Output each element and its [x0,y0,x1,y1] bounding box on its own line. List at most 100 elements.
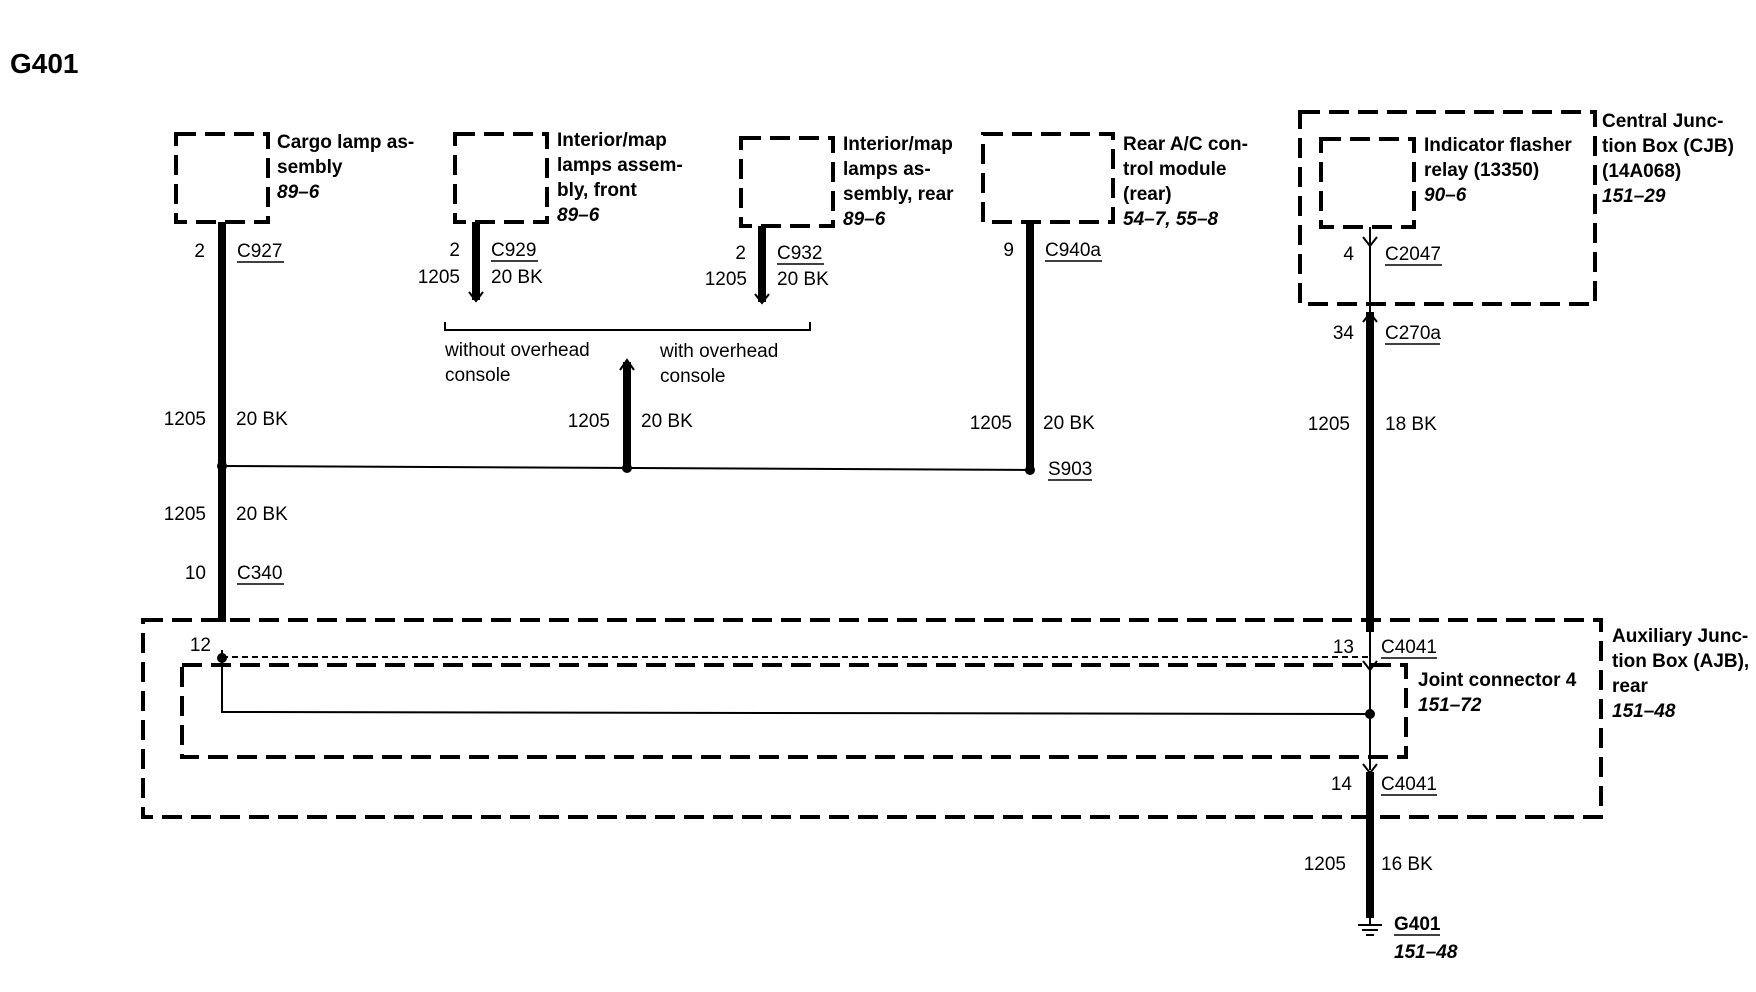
interior-rear-ref: 89–6 [843,209,886,230]
joint-connector-ref: 151–72 [1418,695,1482,716]
cargo-lamp-ref: 89–6 [277,182,320,203]
cjb-box [1298,110,1597,306]
c929-id: C929 [491,240,536,261]
w-overhead-circuit: 1205 [568,411,610,432]
cjb-name-2: tion Box (CJB) [1602,136,1734,157]
flasher-relay-label: Indicator flasher relay (13350) 90–6 [1424,135,1572,206]
w-c340-spec: 20 BK [236,504,288,525]
flasher-relay-box [1319,137,1416,229]
cjb-label: Central Junc- tion Box (CJB) (14A068) 15… [1602,111,1734,207]
c929-pin: 2 [449,240,460,261]
joint-connector-name: Joint connector 4 [1418,670,1577,691]
ajb-pin-dot [217,653,227,663]
ground-icon [1358,918,1382,936]
wire-joint-bus [221,650,1371,715]
wire-cjb-arrow [1362,236,1378,248]
ajb-pin-number: 12 [190,635,211,656]
joint-dot [1365,709,1375,719]
rear-ac-name-2: trol module [1123,159,1226,180]
w-overhead-spec: 20 BK [641,411,693,432]
rear-ac-ref: 54–7, 55–8 [1123,209,1219,230]
ajb-ref: 151–48 [1612,701,1676,722]
ajb-label: Auxiliary Junc- tion Box (AJB), rear 151… [1612,626,1749,722]
interior-front-box [453,132,549,224]
c2047-id: C2047 [1385,244,1441,265]
interior-front-name-1: Interior/map [557,130,667,151]
w-c340-circuit: 1205 [164,504,206,525]
option-bracket [444,322,811,331]
cargo-lamp-name-2: sembly [277,157,343,178]
interior-rear-box [739,136,835,228]
joint-connector-box [180,663,1408,759]
c940a-id: C940a [1045,240,1101,261]
ajb-name-2: tion Box (AJB), [1612,651,1749,672]
rear-ac-box [981,132,1115,224]
ground-ref: 151–48 [1394,942,1458,963]
splice-dot-overhead [622,463,632,473]
interior-rear-label: Interior/map lamps as- sembly, rear 89–6 [843,134,954,230]
w-ac-spec: 20 BK [1043,413,1095,434]
c940a-pin: 9 [1003,240,1014,261]
interior-front-name-3: bly, front [557,180,638,201]
rear-ac-label: Rear A/C con- trol module (rear) 54–7, 5… [1123,134,1248,230]
c932-id: C932 [777,243,822,264]
splice-dot-cargo [217,461,227,471]
c932-pin: 2 [735,243,746,264]
c4041-top-id: C4041 [1381,637,1437,658]
without-overhead-1: without overhead [444,340,590,361]
c4041-top-pin: 13 [1333,637,1354,658]
c4041-bottom-id: C4041 [1381,774,1437,795]
with-overhead-2: console [660,366,726,387]
flasher-relay-ref: 90–6 [1424,185,1467,206]
wire-interior-front-end [468,291,484,303]
ajb-name-3: rear [1612,676,1649,697]
flasher-relay-name-2: relay (13350) [1424,160,1539,181]
rear-ac-name-3: (rear) [1123,184,1172,205]
flasher-relay-name-1: Indicator flasher [1424,135,1572,156]
c340-id: C340 [237,563,282,584]
w-ground-spec: 16 BK [1381,854,1433,875]
wire-overhead-end [619,358,635,371]
w-front-circuit: 1205 [418,267,460,288]
cargo-lamp-label: Cargo lamp as- sembly 89–6 [277,132,414,203]
interior-rear-name-1: Interior/map [843,134,953,155]
c927-pin: 2 [194,241,205,262]
diagram-title: G401 [10,48,79,79]
wire-interior-rear-end [754,293,770,305]
cjb-name-3: (14A068) [1602,161,1681,182]
c340-pin: 10 [185,563,206,584]
c927-id: C927 [237,241,282,262]
interior-front-ref: 89–6 [557,205,600,226]
w-front-spec: 20 BK [491,267,543,288]
cargo-lamp-box [174,132,270,224]
cjb-ref: 151–29 [1602,186,1666,207]
ground-id: G401 [1394,914,1441,935]
cargo-lamp-name-1: Cargo lamp as- [277,132,414,153]
interior-rear-name-3: sembly, rear [843,184,954,205]
wire-c270a-end [1362,311,1378,323]
c2047-pin: 4 [1343,244,1354,265]
without-overhead-2: console [445,365,511,386]
w-cargo-circuit: 1205 [164,409,206,430]
wire-c4041-top-arrow [1362,660,1378,672]
with-overhead-1: with overhead [659,341,778,362]
splice-id: S903 [1048,459,1092,480]
cjb-name-1: Central Junc- [1602,111,1723,132]
rear-ac-name-1: Rear A/C con- [1123,134,1248,155]
c270a-id: C270a [1385,323,1441,344]
interior-rear-name-2: lamps as- [843,159,931,180]
splice-dot-ac [1025,465,1035,475]
w-rear-circuit: 1205 [705,269,747,290]
c4041-bottom-pin: 14 [1331,774,1353,795]
w-ground-circuit: 1205 [1304,854,1346,875]
w-cjb-circuit: 1205 [1308,414,1350,435]
w-ac-circuit: 1205 [970,413,1012,434]
interior-front-name-2: lamps assem- [557,155,683,176]
w-cjb-spec: 18 BK [1385,414,1437,435]
w-cargo-spec: 20 BK [236,409,288,430]
interior-front-label: Interior/map lamps assem- bly, front 89–… [557,130,683,226]
ajb-name-1: Auxiliary Junc- [1612,626,1748,647]
c270a-pin: 34 [1333,323,1355,344]
joint-connector-label: Joint connector 4 151–72 [1418,670,1577,716]
